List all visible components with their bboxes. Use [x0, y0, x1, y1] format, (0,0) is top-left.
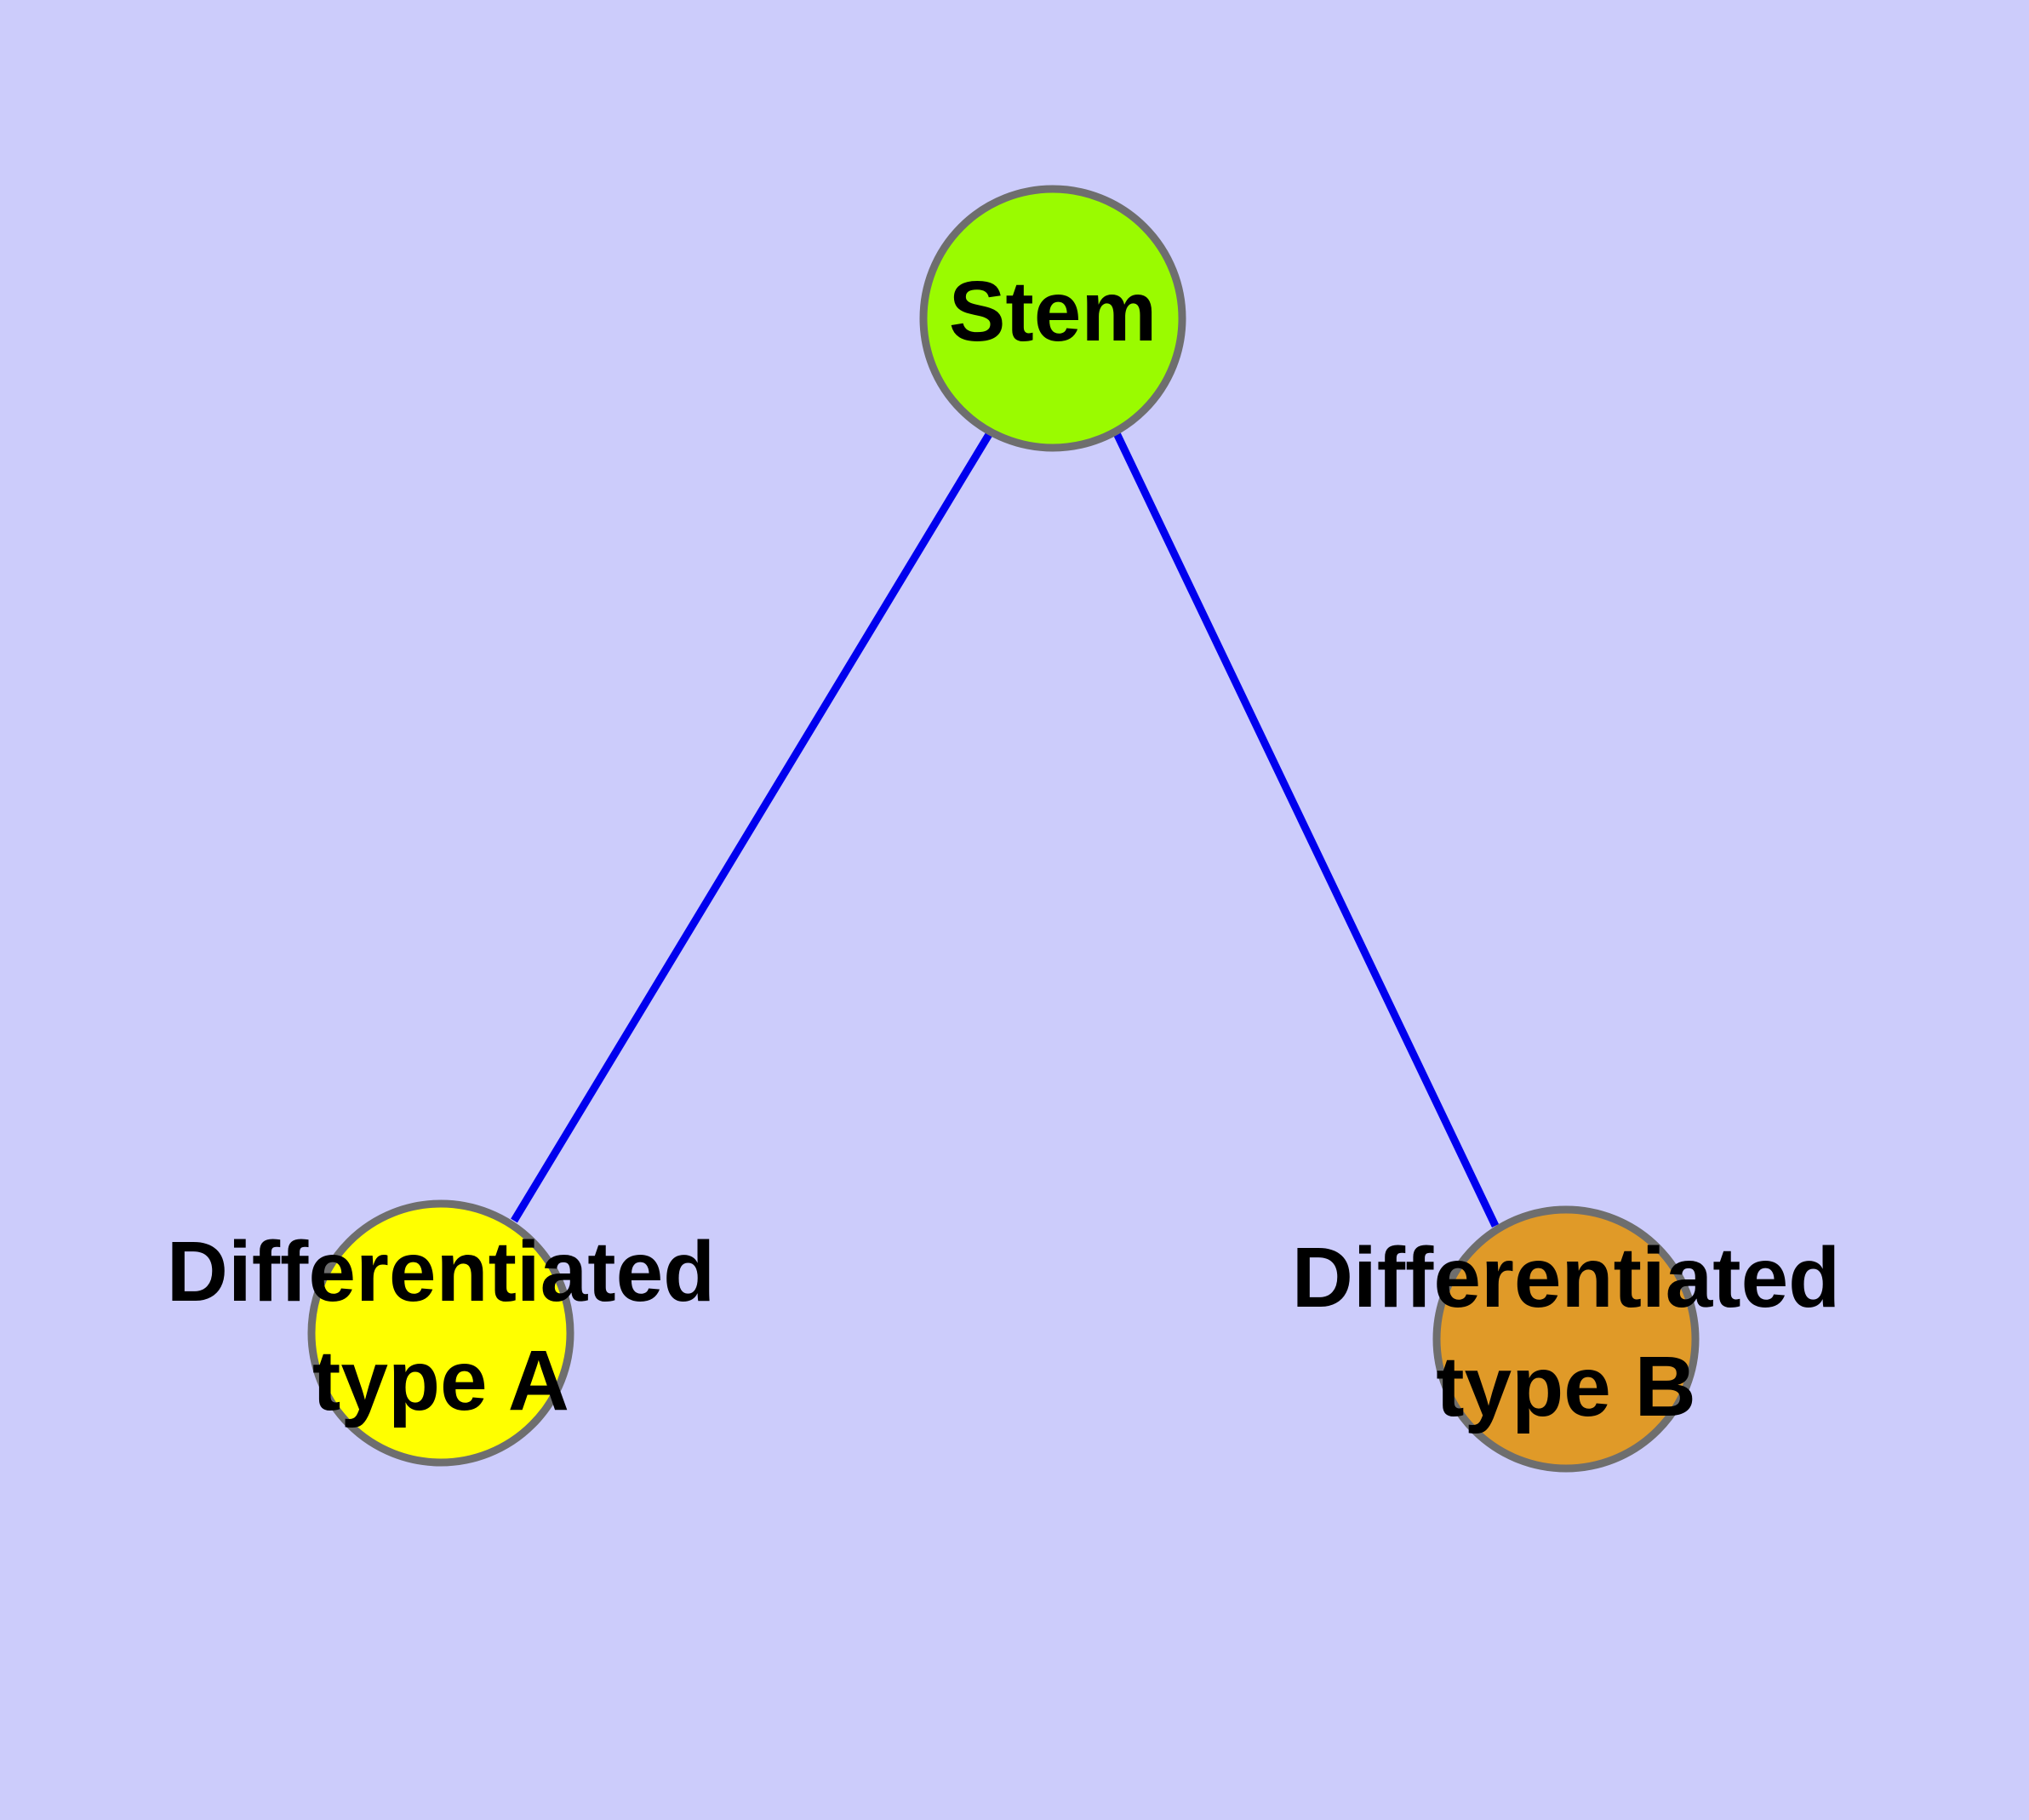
graph-edge-stem-to-b[interactable] — [1112, 432, 1500, 1228]
graph-edge-stem-to-a[interactable] — [511, 429, 994, 1223]
node-label-line: Differentiated — [1292, 1230, 1841, 1325]
node-label-diff_b: Differentiated type B — [1292, 1230, 1841, 1434]
graph-node-stem[interactable] — [919, 185, 1186, 452]
node-label-line: type B — [1436, 1339, 1696, 1434]
node-label-stem: Stem — [949, 264, 1157, 359]
graph-node-diff_b[interactable] — [1432, 1205, 1700, 1473]
node-label-line: Stem — [949, 264, 1157, 359]
node-label-line: Differentiated — [167, 1224, 716, 1319]
node-label-line: type A — [312, 1333, 569, 1428]
nodes-layer — [307, 185, 1700, 1473]
graph-node-diff_a[interactable] — [307, 1199, 574, 1467]
edges-layer — [511, 429, 1500, 1228]
node-label-diff_a: Differentiated type A — [167, 1224, 716, 1428]
